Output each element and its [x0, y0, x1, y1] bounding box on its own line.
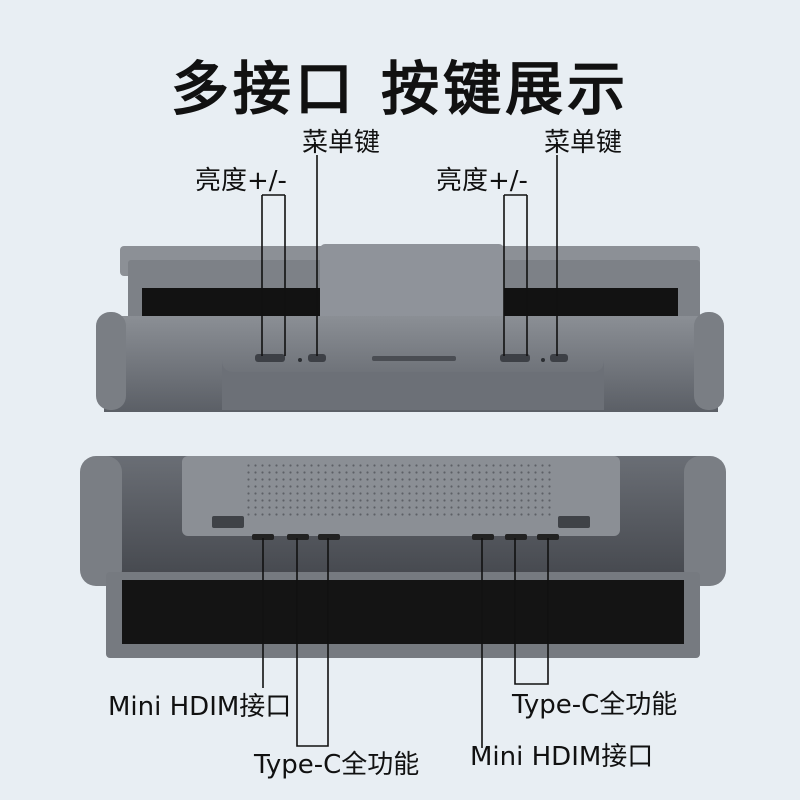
bottom-right-hinge [684, 456, 726, 586]
port-mini-hdmi-left[interactable] [252, 534, 274, 540]
bottom-plate [222, 360, 604, 410]
port-typec-left-2[interactable] [318, 534, 340, 540]
center-hinge-block [320, 244, 504, 328]
menu-key-label-left: 菜单键 [302, 128, 381, 158]
bottom-screen-panel [122, 580, 684, 644]
brightness-button-right[interactable] [500, 354, 530, 362]
bottom-device-view [80, 456, 726, 658]
bottom-left-hinge [80, 456, 122, 586]
menu-button-right[interactable] [550, 354, 568, 362]
typec-label-left: Type-C全功能 [254, 750, 420, 780]
brightness-button-left[interactable] [255, 354, 285, 362]
vent-slot [372, 356, 456, 361]
speaker-grill [246, 462, 552, 518]
callout-typec-right [514, 538, 549, 685]
top-device-view [96, 244, 724, 412]
port-mini-hdmi-right[interactable] [472, 534, 494, 540]
page-title: 多接口 按键展示 [170, 55, 630, 123]
port-typec-left-1[interactable] [287, 534, 309, 540]
mini-hdmi-label-left: Mini HDIM接口 [108, 692, 292, 722]
port-typec-right-2[interactable] [537, 534, 559, 540]
menu-key-label-right: 菜单键 [544, 128, 623, 158]
brightness-label-right: 亮度+/- [436, 166, 528, 196]
foot-pad-right [558, 516, 590, 528]
brightness-label-left: 亮度+/- [195, 166, 287, 196]
indicator-dot-right [541, 358, 545, 362]
left-hinge [96, 312, 126, 410]
callout-typec-left [296, 538, 329, 747]
typec-label-right: Type-C全功能 [512, 690, 678, 720]
foot-pad-left [212, 516, 244, 528]
mini-hdmi-label-right: Mini HDIM接口 [470, 742, 654, 772]
right-hinge [694, 312, 724, 410]
menu-button-left[interactable] [308, 354, 326, 362]
callout-lines [261, 155, 558, 748]
indicator-dot-left [298, 358, 302, 362]
port-typec-right-1[interactable] [505, 534, 527, 540]
